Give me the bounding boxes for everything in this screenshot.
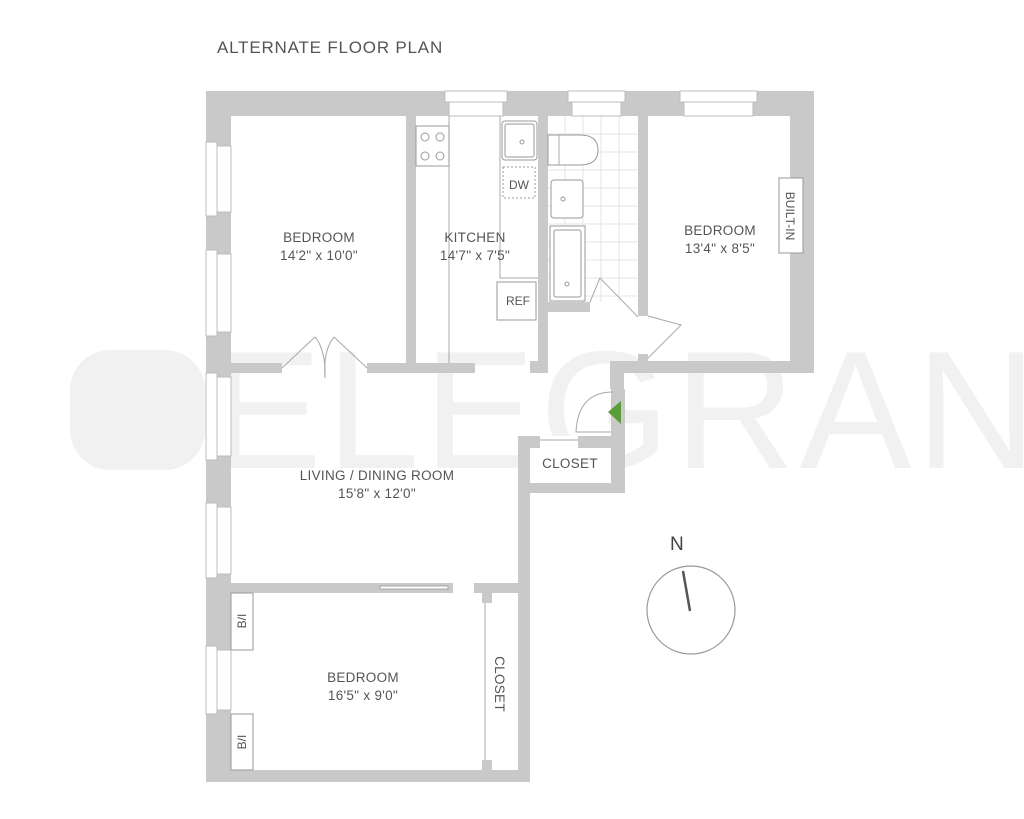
watermark-logo-shape	[70, 350, 205, 470]
built-in-box	[778, 177, 804, 254]
room-name-kitchen: KITCHEN	[444, 230, 505, 245]
compass-needle-icon	[681, 570, 692, 612]
room-name-bedroom-s: BEDROOM	[327, 670, 399, 685]
compass-north-label: N	[670, 534, 684, 555]
bath-sink-icon	[550, 179, 584, 219]
room-size-bedroom-ne: 13'4" x 8'5"	[685, 241, 755, 256]
room-size-bedroom-nw: 14'2" x 10'0"	[280, 248, 358, 263]
room-name-bedroom-nw: BEDROOM	[283, 230, 355, 245]
dishwasher-box	[502, 166, 536, 199]
dishwasher-label: DW	[509, 178, 530, 192]
doors	[281, 277, 682, 760]
refrigerator-label: REF	[506, 294, 530, 308]
closet-entry-label: CLOSET	[542, 456, 598, 471]
built-in-label: BUILT-IN	[783, 192, 797, 240]
refrigerator-box	[496, 281, 537, 321]
room-size-living: 15'8" x 12'0"	[338, 486, 416, 501]
toilet-icon	[547, 134, 599, 166]
builtin-box-1	[230, 592, 254, 651]
builtin-label-2: B/I	[235, 735, 249, 750]
windows	[205, 90, 758, 715]
kitchen-fixtures: DW REF	[415, 116, 538, 363]
room-size-kitchen: 14'7" x 7'5"	[440, 248, 510, 263]
compass: N	[646, 534, 736, 655]
room-name-bedroom-ne: BEDROOM	[684, 223, 756, 238]
builtin-box-2	[230, 713, 254, 771]
room-name-living: LIVING / DINING ROOM	[300, 468, 455, 483]
entry-marker-icon	[608, 401, 621, 424]
plan-title: ALTERNATE FLOOR PLAN	[217, 38, 443, 57]
stove-icon	[415, 125, 450, 167]
closet-bedroom-label: CLOSET	[492, 656, 507, 712]
bathroom-fixtures	[547, 134, 599, 302]
room-size-bedroom-s: 16'5" x 9'0"	[328, 688, 398, 703]
builtin-label-1: B/I	[235, 614, 249, 629]
